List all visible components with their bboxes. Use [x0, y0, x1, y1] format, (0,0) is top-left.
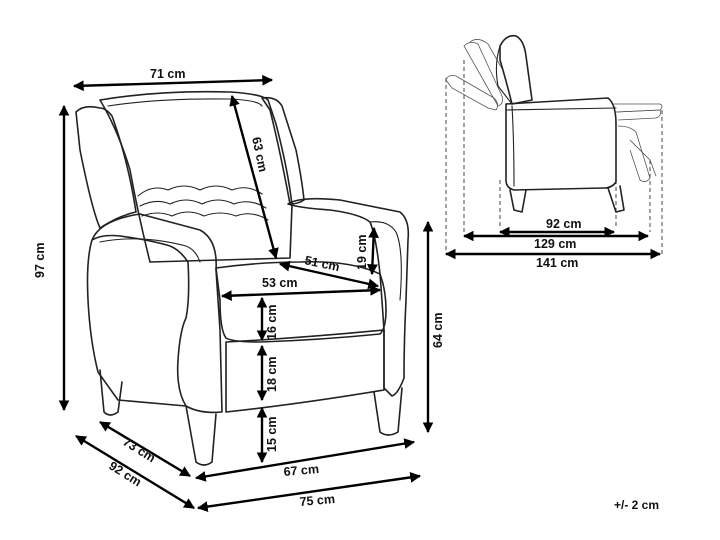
side-view-recliner — [445, 34, 663, 254]
total-width-label: 75 cm — [299, 492, 336, 509]
cushion-height-label: 16 cm — [265, 305, 279, 340]
side-extended-length-label: 141 cm — [536, 256, 578, 270]
side-base-length-label: 92 cm — [546, 217, 581, 231]
seat-width-label: 53 cm — [262, 276, 297, 290]
total-height-label: 97 cm — [33, 243, 47, 278]
inner-depth-label: 73 cm — [120, 435, 157, 466]
inner-width-label: 67 cm — [283, 462, 320, 479]
armrest-height-label: 19 cm — [355, 235, 369, 270]
base-height-label: 18 cm — [265, 357, 279, 392]
side-dimensions: 92 cm 129 cm 141 cm — [444, 217, 662, 270]
armchair-front-view — [75, 90, 410, 466]
total-depth-label: 92 cm — [106, 459, 143, 490]
tolerance-note: +/- 2 cm — [614, 498, 659, 512]
leg-height-label: 15 cm — [265, 417, 279, 452]
side-reclined-length-label: 129 cm — [534, 237, 576, 251]
top-width-label: 71 cm — [150, 67, 185, 81]
seat-height-label: 64 cm — [431, 313, 445, 348]
